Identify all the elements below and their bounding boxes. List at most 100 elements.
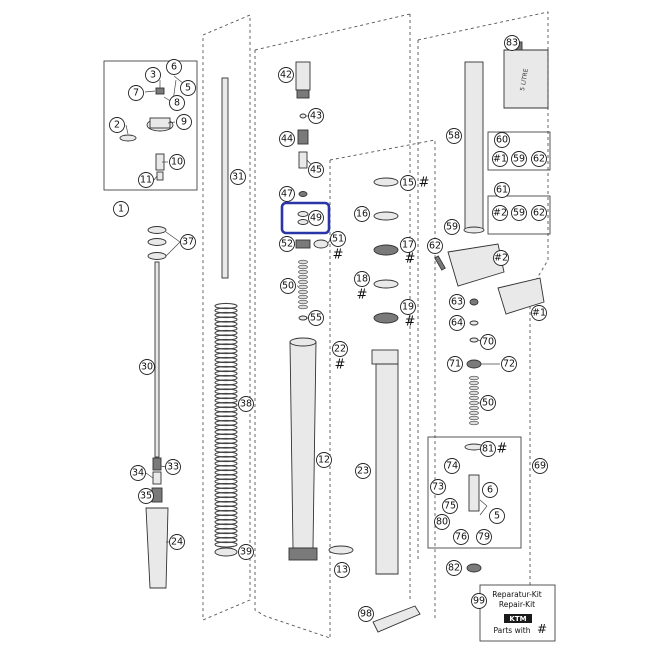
clamp-ref-2[interactable]: #2 — [493, 250, 509, 266]
kit60-ref-59[interactable]: 59 — [511, 151, 527, 167]
callout-1[interactable]: 1 — [113, 201, 129, 217]
callout-39[interactable]: 39 — [238, 544, 254, 560]
callout-49-label: 49 — [310, 213, 322, 224]
ktm-logo — [504, 614, 532, 623]
callout-82[interactable]: 82 — [446, 560, 462, 576]
callout-52[interactable]: 52 — [279, 236, 295, 252]
callout-79[interactable]: 79 — [476, 529, 492, 545]
callout-15[interactable]: 15 — [400, 175, 416, 191]
callout-43[interactable]: 43 — [308, 108, 324, 124]
callout-63[interactable]: 63 — [449, 294, 465, 310]
callout-69[interactable]: 69 — [532, 458, 548, 474]
callout-42[interactable]: 42 — [278, 67, 294, 83]
callout-7[interactable]: 7 — [128, 85, 144, 101]
callout-74-label: 74 — [446, 461, 458, 472]
outer-tube-base — [288, 547, 318, 561]
callout-81[interactable]: 81 — [480, 441, 496, 457]
callout-3[interactable]: 3 — [145, 67, 161, 83]
callout-9[interactable]: 9 — [176, 114, 192, 130]
callout-70-label: 70 — [482, 337, 494, 348]
callout-80[interactable]: 80 — [434, 514, 450, 530]
spring-coil — [214, 455, 238, 463]
kit61-ref-2[interactable]: #2 — [492, 205, 508, 221]
callout-13[interactable]: 13 — [334, 562, 350, 578]
callout-59[interactable]: 59 — [444, 219, 460, 235]
callout-71[interactable]: 71 — [447, 356, 463, 372]
callout-62-label: 62 — [429, 241, 441, 252]
callout-18[interactable]: 18 — [354, 271, 370, 287]
callout-98[interactable]: 98 — [358, 606, 374, 622]
callout-60-label: 60 — [496, 135, 508, 146]
callout-17[interactable]: 17 — [400, 237, 416, 253]
callout-58[interactable]: 58 — [446, 128, 462, 144]
box-61-outline — [487, 195, 551, 235]
callout-70[interactable]: 70 — [480, 334, 496, 350]
callout-22[interactable]: 22 — [332, 341, 348, 357]
callout-50a[interactable]: 50 — [280, 278, 296, 294]
callout-45[interactable]: 45 — [308, 162, 324, 178]
kit60-ref-62[interactable]: 62 — [531, 151, 547, 167]
part-49b-shape — [297, 219, 309, 225]
callout-61[interactable]: 61 — [494, 182, 510, 198]
callout-38[interactable]: 38 — [238, 396, 254, 412]
callout-73[interactable]: 73 — [430, 479, 446, 495]
callout-24[interactable]: 24 — [169, 534, 185, 550]
callout-72[interactable]: 72 — [501, 356, 517, 372]
callout-55[interactable]: 55 — [308, 310, 324, 326]
callout-5[interactable]: 5 — [180, 80, 196, 96]
hash-81: # — [497, 442, 508, 457]
kit61-ref-59[interactable]: 59 — [511, 205, 527, 221]
callout-74[interactable]: 74 — [444, 458, 460, 474]
spring-coil — [214, 496, 238, 503]
cartridge-58-ring — [463, 226, 485, 234]
callout-35[interactable]: 35 — [138, 488, 154, 504]
callout-64[interactable]: 64 — [449, 315, 465, 331]
o-ring-shape — [119, 134, 137, 142]
spring-coil — [214, 509, 238, 517]
spring-seat-shape — [214, 547, 238, 557]
shim-washer — [469, 415, 479, 421]
fork-spring-shape — [214, 302, 238, 548]
callout-47[interactable]: 47 — [279, 186, 295, 202]
repair-kit-box — [479, 584, 556, 642]
callout-30[interactable]: 30 — [139, 359, 155, 375]
callout-37[interactable]: 37 — [180, 234, 196, 250]
callout-60[interactable]: 60 — [494, 132, 510, 148]
callout-62[interactable]: 62 — [427, 238, 443, 254]
cartridge-58-shape — [464, 61, 484, 231]
spring-coil — [214, 352, 238, 359]
callout-50b[interactable]: 50 — [480, 395, 496, 411]
callout-31[interactable]: 31 — [230, 169, 246, 185]
kit60-ref-1[interactable]: #1 — [492, 151, 508, 167]
callout-7-label: 7 — [133, 88, 139, 99]
callout-83[interactable]: 83 — [504, 35, 520, 51]
callout-5b[interactable]: 5 — [489, 508, 505, 524]
callout-12[interactable]: 12 — [316, 452, 332, 468]
callout-10[interactable]: 10 — [169, 154, 185, 170]
kit61-ref-62[interactable]: 62 — [531, 205, 547, 221]
clamp-ref-1[interactable]: #1 — [531, 305, 547, 321]
callout-6b[interactable]: 6 — [482, 482, 498, 498]
callout-99[interactable]: 99 — [471, 593, 487, 609]
callout-33[interactable]: 33 — [165, 459, 181, 475]
callout-19[interactable]: 19 — [400, 299, 416, 315]
callout-11[interactable]: 11 — [138, 172, 154, 188]
callout-75[interactable]: 75 — [442, 498, 458, 514]
callout-34[interactable]: 34 — [130, 465, 146, 481]
callout-23[interactable]: 23 — [355, 463, 371, 479]
callout-49[interactable]: 49 — [308, 210, 324, 226]
spring-coil — [214, 451, 238, 458]
callout-6[interactable]: 6 — [166, 59, 182, 75]
callout-24-label: 24 — [171, 537, 183, 548]
callout-16[interactable]: 16 — [354, 206, 370, 222]
hash-22: # — [335, 358, 346, 373]
hash-18: # — [357, 288, 368, 303]
callout-2[interactable]: 2 — [109, 117, 125, 133]
callout-76[interactable]: 76 — [453, 529, 469, 545]
shim-washer — [298, 289, 308, 295]
callout-51[interactable]: 51 — [330, 231, 346, 247]
o-ring-13-shape — [328, 545, 354, 555]
callout-8[interactable]: 8 — [169, 95, 185, 111]
part-70-shape — [469, 337, 479, 343]
callout-44[interactable]: 44 — [279, 131, 295, 147]
